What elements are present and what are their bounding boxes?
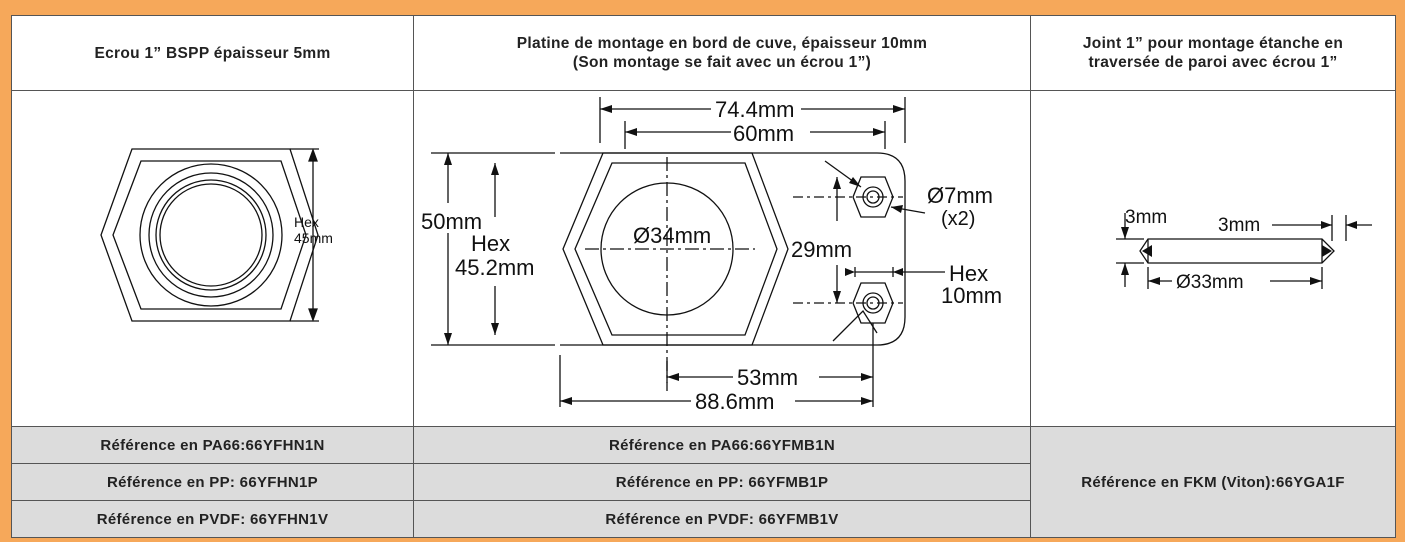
ref-nut-pvdf: Référence en PVDF: 66YFHN1V [11, 500, 414, 538]
seal-tip-right [1321, 245, 1332, 257]
seal-dim-33-label: Ø33mm [1176, 272, 1244, 293]
nut-hex-label: Hex [294, 214, 319, 230]
nut-drawing-cell: Hex 45mm [11, 90, 414, 427]
reference-row-pa66: Référence en PA66:66YFHN1N Référence en … [11, 426, 1396, 538]
seal-dim-3a-label: 3mm [1125, 207, 1167, 228]
plate-outline [559, 152, 906, 346]
dim-7-label: Ø7mm [927, 183, 993, 208]
dim-886-label: 88.6mm [695, 389, 774, 414]
plate-drawing-cell: 74.4mm 60mm 50mm Hex 45.2mm Ø34mm 29mm Ø… [413, 90, 1031, 427]
plate-drawing: 74.4mm 60mm 50mm Hex 45.2mm Ø34mm 29mm Ø… [421, 97, 1002, 414]
header-row: Ecrou 1” BSPP épaisseur 5mm Platine de m… [11, 15, 1396, 91]
header-plate: Platine de montage en bord de cuve, épai… [413, 15, 1031, 91]
dim-29-label: 29mm [791, 237, 852, 262]
dim-x2-label: (x2) [941, 208, 975, 230]
ref-plate-pa66: Référence en PA66:66YFMB1N [413, 426, 1031, 464]
ref-nut-pa66: Référence en PA66:66YFHN1N [11, 426, 414, 464]
dim-60-label: 60mm [733, 121, 794, 146]
seal-dim-3b-label: 3mm [1218, 215, 1260, 236]
product-table: Ecrou 1” BSPP épaisseur 5mm Platine de m… [11, 15, 1396, 538]
header-nut: Ecrou 1” BSPP épaisseur 5mm [11, 15, 414, 91]
header-nut-text: Ecrou 1” BSPP épaisseur 5mm [94, 44, 331, 62]
reference-row-pvdf: Référence en PVDF: 66YFHN1V Référence en… [11, 500, 1396, 538]
plate-hex [561, 152, 789, 346]
header-plate-line1: Platine de montage en bord de cuve, épai… [516, 35, 928, 52]
ref-seal-fkm: Référence en FKM (Viton):66YGA1F [1030, 426, 1396, 538]
ref-nut-pp: Référence en PP: 66YFHN1P [11, 463, 414, 501]
dim-53-label: 53mm [737, 365, 798, 390]
header-seal-line1: Joint 1” pour montage étanche en [1082, 35, 1344, 52]
bolt-hex-top [851, 176, 894, 218]
dim-hex-small-label: Hex [949, 261, 988, 286]
seal-profile [1138, 238, 1335, 264]
header-plate-line2: (Son montage se fait avec un écrou 1”) [572, 54, 872, 71]
nut-outer-circle [138, 163, 283, 307]
seal-tip-left [1141, 245, 1152, 257]
drawing-row: Hex 45mm [11, 90, 1396, 427]
ref-plate-pp: Référence en PP: 66YFMB1P [413, 463, 1031, 501]
dim-34-label: Ø34mm [633, 223, 711, 248]
dim-10-label: 10mm [941, 283, 1002, 308]
dim-452-label: 45.2mm [455, 255, 534, 280]
dim-hex-label: Hex [471, 231, 510, 256]
seal-drawing-cell: 3mm 3mm Ø33mm [1030, 90, 1396, 427]
dim-74-label: 74.4mm [715, 97, 794, 122]
nut-bore-circle [154, 179, 267, 291]
dim-50-label: 50mm [421, 209, 482, 234]
header-seal: Joint 1” pour montage étanche en travers… [1030, 15, 1396, 91]
bolt-hex-bottom [851, 282, 894, 324]
header-seal-line2: traversée de paroi avec écrou 1” [1088, 54, 1338, 71]
nut-size-label: 45mm [294, 230, 333, 246]
reference-row-pp: Référence en PP: 66YFHN1P Référence en P… [11, 463, 1396, 501]
seal-drawing: 3mm 3mm Ø33mm [1115, 207, 1372, 293]
nut-drawing: Hex 45mm [99, 148, 333, 322]
ref-plate-pvdf: Référence en PVDF: 66YFMB1V [413, 500, 1031, 538]
